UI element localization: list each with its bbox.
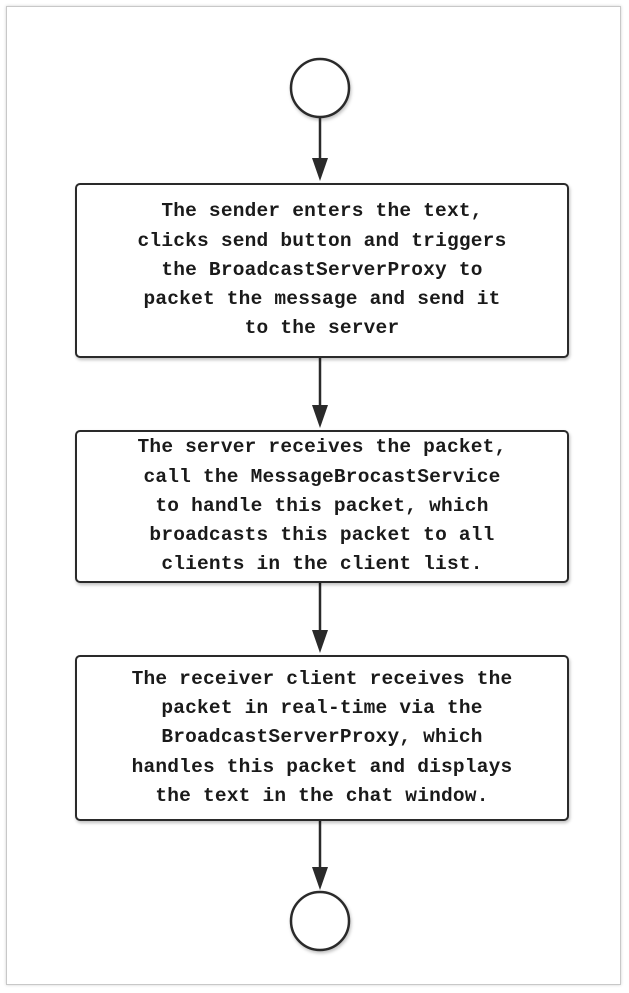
process-step-server: The server receives the packet, call the… [75, 430, 569, 583]
arrow-step-1-to-step-2 [312, 358, 328, 428]
start-node [289, 57, 351, 119]
arrow-start-to-step-1 [312, 117, 328, 181]
arrow-step-2-to-step-3 [312, 583, 328, 653]
end-node [289, 890, 351, 952]
process-step-text: The sender enters the text, clicks send … [137, 200, 507, 340]
process-step-receiver: The receiver client receives the packet … [75, 655, 569, 821]
arrow-step-3-to-end [312, 821, 328, 890]
process-step-text: The server receives the packet, call the… [137, 436, 507, 576]
process-step-sender: The sender enters the text, clicks send … [75, 183, 569, 358]
process-step-text: The receiver client receives the packet … [131, 667, 513, 807]
